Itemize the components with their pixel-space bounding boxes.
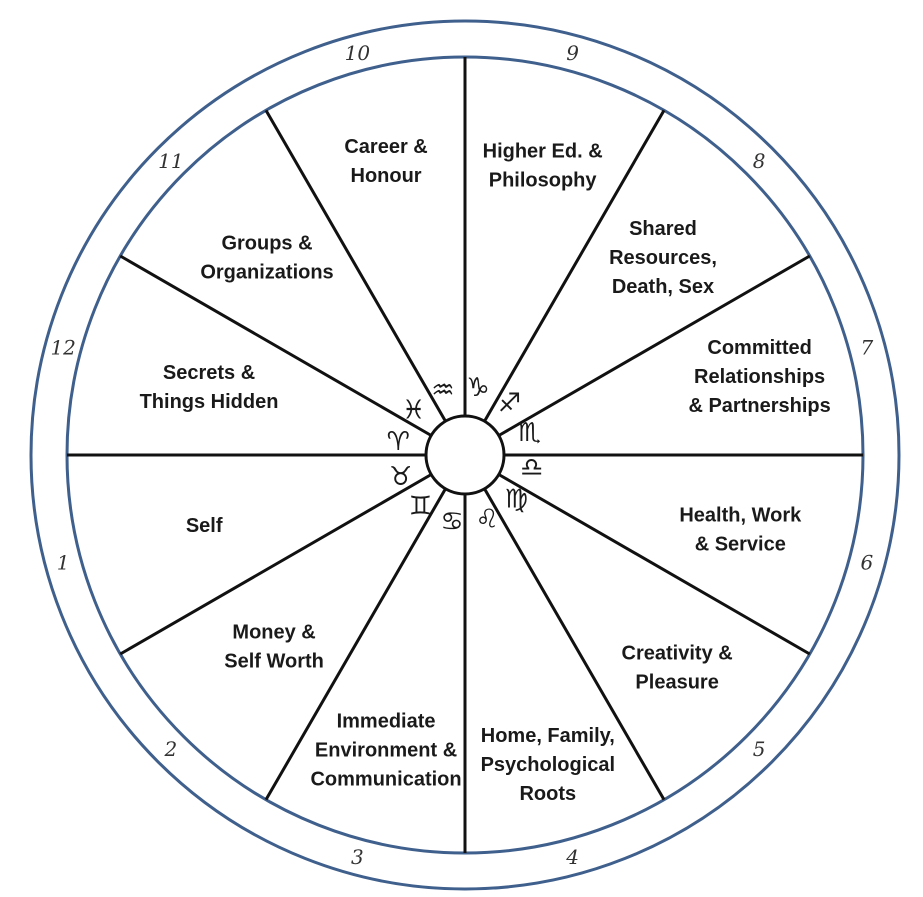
house-number-6: 6: [860, 551, 873, 575]
house-divider: [483, 488, 666, 801]
house-label-line: Groups &: [221, 233, 312, 255]
leo-icon: ♌: [475, 504, 498, 534]
house-label-line: Pleasure: [635, 672, 718, 694]
house-label-10: Career & Honour: [344, 136, 427, 187]
house-divider: [483, 109, 666, 422]
house-label-1: Self: [186, 515, 223, 537]
house-label-2: Money & Self Worth: [224, 621, 324, 672]
house-dividers: [67, 57, 863, 853]
libra-icon: ♎: [520, 453, 543, 483]
house-label-11: Groups & Organizations: [200, 233, 333, 284]
house-divider: [498, 473, 811, 656]
house-label-12: Secrets & Things Hidden: [140, 362, 279, 413]
zodiac-glyphs: ♈ ♉♊ ♋ ♌♍♎ ♏♐ ♑ ♒♓: [387, 373, 544, 537]
house-label-9: Higher Ed. & Philosophy: [483, 141, 603, 192]
house-label-line: Committed: [707, 337, 811, 359]
house-label-line: Home, Family,: [481, 725, 615, 747]
capricorn-icon: ♑: [466, 373, 489, 403]
center-hub: [424, 414, 506, 496]
house-label-line: Career &: [344, 136, 427, 158]
house-number-3: 3: [351, 845, 364, 869]
house-divider: [264, 109, 447, 422]
house-number-9: 9: [566, 41, 579, 65]
house-label-line: Philosophy: [489, 170, 598, 192]
aries-icon: ♈: [387, 427, 410, 457]
house-label-line: Higher Ed. &: [483, 141, 603, 163]
virgo-icon: ♍: [505, 485, 528, 515]
house-label-line: Relationships: [694, 366, 825, 388]
aquarius-icon: ♒: [431, 376, 454, 406]
scorpio-icon: ♏: [518, 418, 541, 448]
house-label-line: Secrets &: [163, 362, 255, 384]
house-label-5: Creativity & Pleasure: [622, 643, 733, 694]
house-label-6: Health, Work & Service: [679, 504, 802, 555]
house-number-7: 7: [860, 335, 873, 359]
house-label-line: Creativity &: [622, 643, 733, 665]
house-number-11: 11: [158, 149, 183, 173]
house-number-5: 5: [753, 737, 766, 761]
house-number-12: 12: [50, 335, 75, 359]
house-divider: [498, 254, 811, 437]
house-label-line: Communication: [310, 769, 461, 791]
house-number-8: 8: [753, 149, 766, 173]
house-label-line: Environment &: [315, 740, 457, 762]
house-label-line: & Service: [695, 533, 786, 555]
house-label-line: Health, Work: [679, 504, 802, 526]
house-label-line: Death, Sex: [612, 276, 714, 298]
house-label-line: Honour: [351, 165, 422, 187]
house-label-line: Things Hidden: [140, 391, 279, 413]
house-number-1: 1: [57, 551, 70, 575]
sagittarius-icon: ♐: [498, 389, 521, 419]
house-divider: [264, 488, 447, 801]
house-number-4: 4: [565, 845, 579, 869]
house-number-10: 10: [345, 41, 371, 65]
house-label-line: Roots: [519, 783, 576, 805]
pisces-icon: ♓: [402, 395, 425, 425]
house-divider: [119, 254, 432, 437]
house-label-line: Psychological: [481, 754, 616, 776]
house-label-line: Money &: [232, 621, 315, 643]
house-divider: [119, 473, 432, 656]
house-label-line: Self: [186, 515, 223, 537]
outer-ring: [29, 19, 901, 891]
cancer-icon: ♋: [440, 507, 463, 537]
house-label-line: Self Worth: [224, 650, 324, 672]
gemini-icon: ♊: [409, 491, 432, 521]
house-label-line: Immediate: [337, 711, 436, 733]
house-label-line: & Partnerships: [688, 395, 830, 417]
house-label-line: Resources,: [609, 247, 717, 269]
house-label-line: Shared: [629, 218, 697, 240]
house-label-line: Organizations: [200, 262, 333, 284]
taurus-icon: ♉: [389, 462, 412, 492]
house-number-2: 2: [163, 737, 177, 761]
